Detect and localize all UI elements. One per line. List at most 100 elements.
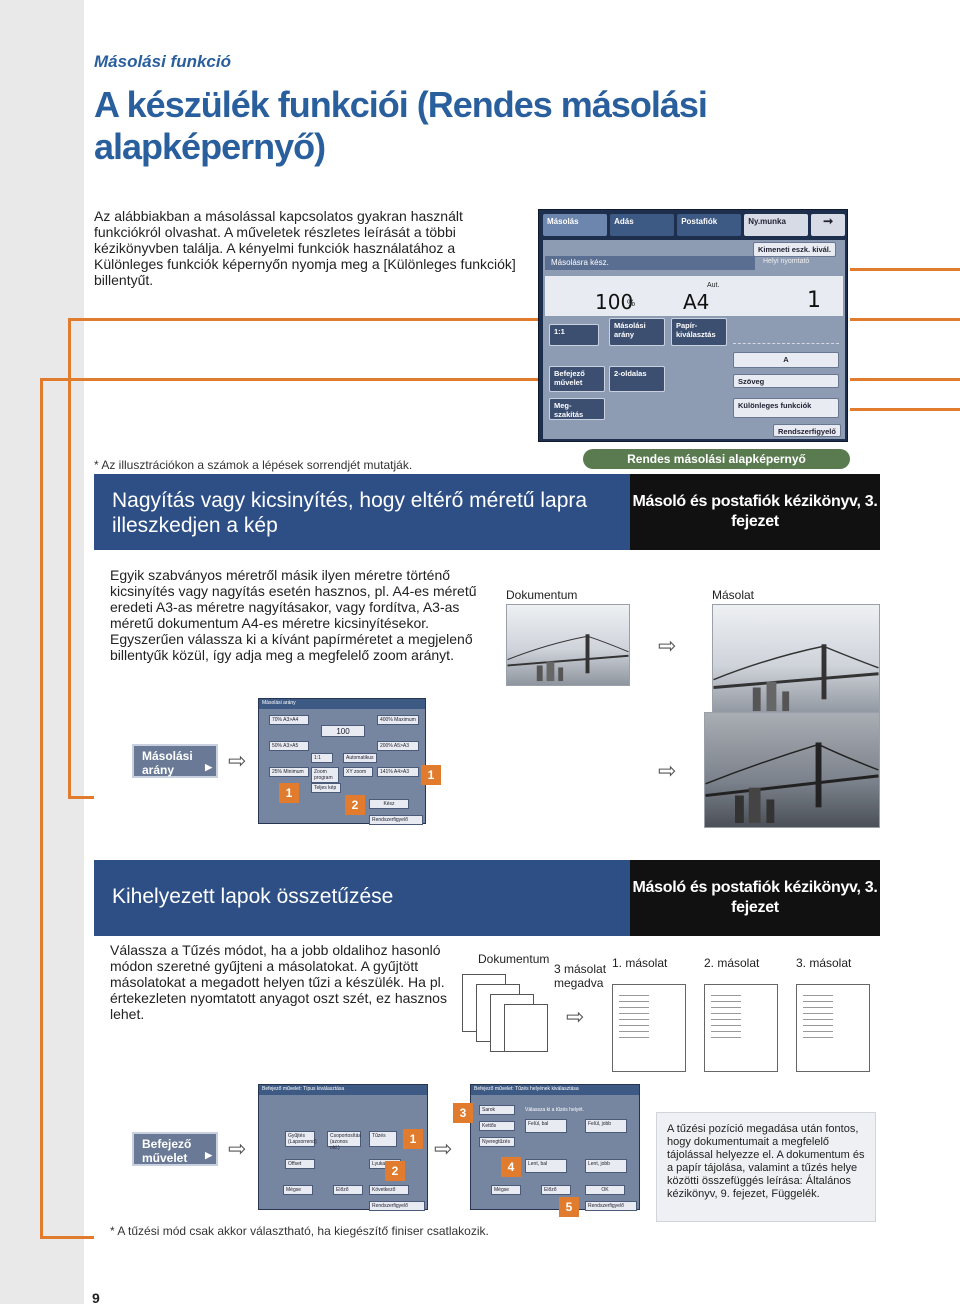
bridge-illustration	[713, 644, 879, 712]
ratio-button[interactable]: 1:1	[549, 324, 599, 346]
document-page	[504, 1004, 548, 1052]
previous-button[interactable]: Előző	[333, 1185, 363, 1195]
next-button[interactable]: Következő	[369, 1185, 409, 1195]
tab-print-job[interactable]: Ny.munka	[744, 214, 809, 236]
tab-copy[interactable]: Másolás	[543, 214, 608, 236]
step-badge: 1	[279, 783, 299, 803]
status-text: Másolásra kész.	[551, 258, 609, 267]
special-features-button[interactable]: Különleges funkciók	[733, 398, 839, 418]
copy-label: Másolat	[712, 588, 755, 602]
staple-button[interactable]: Tűzés	[369, 1131, 397, 1147]
section-title: Kihelyezett lapok összetűzése	[112, 885, 394, 908]
previous-button[interactable]: Előző	[541, 1185, 571, 1195]
bottom-left-button[interactable]: Lent, bal	[525, 1159, 567, 1173]
arrow-right-icon: ⇨	[434, 1136, 453, 1161]
screen-body: Kimeneti eszk. kivál. Másolásra kész. He…	[543, 240, 845, 439]
arrow-right-icon: ⇨	[658, 758, 677, 783]
zoom-50-button[interactable]: 50% A3>A5	[269, 741, 309, 751]
page-number: 9	[92, 1290, 100, 1304]
bridge-illustration	[705, 742, 879, 824]
screen-caption: Rendes másolási alapképernyő	[583, 449, 850, 469]
top-right-button[interactable]: Felül, jobb	[585, 1119, 627, 1133]
callout-line	[850, 318, 960, 321]
zoom-25-button[interactable]: 25% Minimum	[269, 767, 309, 777]
top-left-button[interactable]: Felül, bal	[525, 1119, 567, 1133]
tab-mailbox[interactable]: Postafiók	[677, 214, 742, 236]
tab-send[interactable]: Adás	[610, 214, 675, 236]
offset-button[interactable]: Offset	[285, 1159, 315, 1169]
step-badge: 5	[559, 1197, 579, 1217]
paper-size: A4	[683, 290, 710, 314]
copy-2-label: 2. másolat	[704, 956, 760, 970]
density-button[interactable]: A	[733, 352, 839, 368]
system-monitor-button[interactable]: Rendszerfigyelő	[773, 424, 841, 437]
zoom-200-button[interactable]: 200% A5>A3	[377, 741, 419, 751]
double-button[interactable]: Kettős	[479, 1121, 515, 1131]
copy-ratio-key[interactable]: Másolási arány ▶	[132, 744, 218, 778]
document-label: Dokumentum	[506, 588, 578, 602]
zoom-70-button[interactable]: 70% A3>A4	[269, 715, 309, 725]
auto-button[interactable]: Automatikus	[343, 753, 377, 763]
document-image	[506, 604, 630, 686]
zoom-400-button[interactable]: 400% Maximum	[377, 715, 419, 725]
callout-line	[850, 408, 960, 411]
callout-line	[68, 318, 71, 798]
system-monitor-button[interactable]: Rendszerfigyelő	[369, 1201, 425, 1211]
copies-label: 3 másolat megadva	[554, 962, 607, 990]
corner-button[interactable]: Sarok	[479, 1105, 515, 1115]
callout-line	[850, 268, 960, 271]
xy-zoom-button[interactable]: XY zoom	[343, 767, 373, 777]
copy-ratio-button[interactable]: Másolási arány	[609, 318, 665, 346]
output-device-button[interactable]: Kimeneti eszk. kivál.	[753, 242, 836, 257]
finishing-button[interactable]: Befejező művelet	[549, 366, 605, 392]
saddle-button[interactable]: Nyeregtűzés	[479, 1137, 515, 1147]
finishing-key[interactable]: Befejező művelet ▶	[132, 1132, 218, 1166]
note-text: * Az illusztrációkon a számok a lépések …	[94, 458, 413, 472]
staple-position-title: Befejező művelet: Tűzés helyének kiválas…	[471, 1085, 639, 1095]
page-title: A készülék funkciói (Rendes másolási ala…	[94, 84, 708, 167]
callout-line	[68, 796, 94, 799]
section-reference: Másoló és postafiók kézikönyv, 3. fejeze…	[630, 474, 880, 550]
copy-3-label: 3. másolat	[796, 956, 852, 970]
cancel-button[interactable]: Mégse	[491, 1185, 521, 1195]
duplex-button[interactable]: 2-oldalas	[609, 366, 665, 392]
footnote: * A tűzési mód csak akkor választható, h…	[110, 1224, 489, 1238]
text-mode-button[interactable]: Szöveg	[733, 374, 839, 388]
ratio-1-1-button[interactable]: 1:1	[311, 753, 333, 763]
collate-button[interactable]: Gyűjtés (Lapsorrend)	[285, 1131, 317, 1147]
intro-text: Az alábbiakban a másolással kapcsolatos …	[94, 208, 516, 288]
copy-basic-screen: Másolás Adás Postafiók Ny.munka ➞ Kimene…	[538, 209, 848, 442]
arrow-right-icon: ⇨	[566, 1004, 585, 1029]
step-badge: 1	[421, 765, 441, 785]
arrow-right-icon[interactable]: ➞	[811, 214, 846, 236]
zoom-input[interactable]: 100	[321, 725, 365, 737]
bottom-right-button[interactable]: Lent, jobb	[585, 1159, 627, 1173]
fit-page-button[interactable]: Teljes kép	[311, 783, 341, 793]
step-badge: 1	[403, 1129, 423, 1149]
zoom-program-button[interactable]: Zoom program	[311, 767, 339, 783]
callout-line	[40, 1236, 94, 1239]
auto-label: Aut.	[707, 282, 720, 289]
cancel-button[interactable]: Mégse	[283, 1185, 313, 1195]
step-badge: 4	[501, 1157, 521, 1177]
ok-button[interactable]: OK	[585, 1185, 625, 1195]
section-title: Nagyítás vagy kicsinyítés, hogy eltérő m…	[112, 489, 588, 537]
status-bar: Másolásra kész.	[545, 256, 755, 270]
finishing-key-label: Befejező művelet	[142, 1137, 192, 1165]
group-button[interactable]: Csoportosítás (azonos old.)	[327, 1131, 361, 1151]
callout-line	[68, 318, 540, 321]
copy-count: 1	[807, 288, 821, 313]
percent-sign: %	[627, 298, 636, 308]
zoom-141-button[interactable]: 141% A4>A3	[377, 767, 419, 777]
paper-select-button[interactable]: Papír-kiválasztás	[671, 318, 727, 346]
stapled-copy	[612, 984, 686, 1072]
section-body: Válassza a Tűzés módot, ha a jobb oldali…	[110, 942, 447, 1022]
arrow-right-icon: ⇨	[228, 1136, 247, 1161]
stapled-copy	[704, 984, 778, 1072]
system-monitor-button[interactable]: Rendszerfigyelő	[369, 815, 423, 825]
interrupt-button[interactable]: Meg-szakítás	[549, 398, 605, 420]
finishing-type-screen: Befejező művelet: Típus kiválasztása Gyű…	[258, 1084, 428, 1211]
system-monitor-button[interactable]: Rendszerfigyelő	[585, 1201, 637, 1211]
ok-button[interactable]: Kész	[369, 799, 409, 809]
document-label: Dokumentum	[478, 952, 550, 966]
